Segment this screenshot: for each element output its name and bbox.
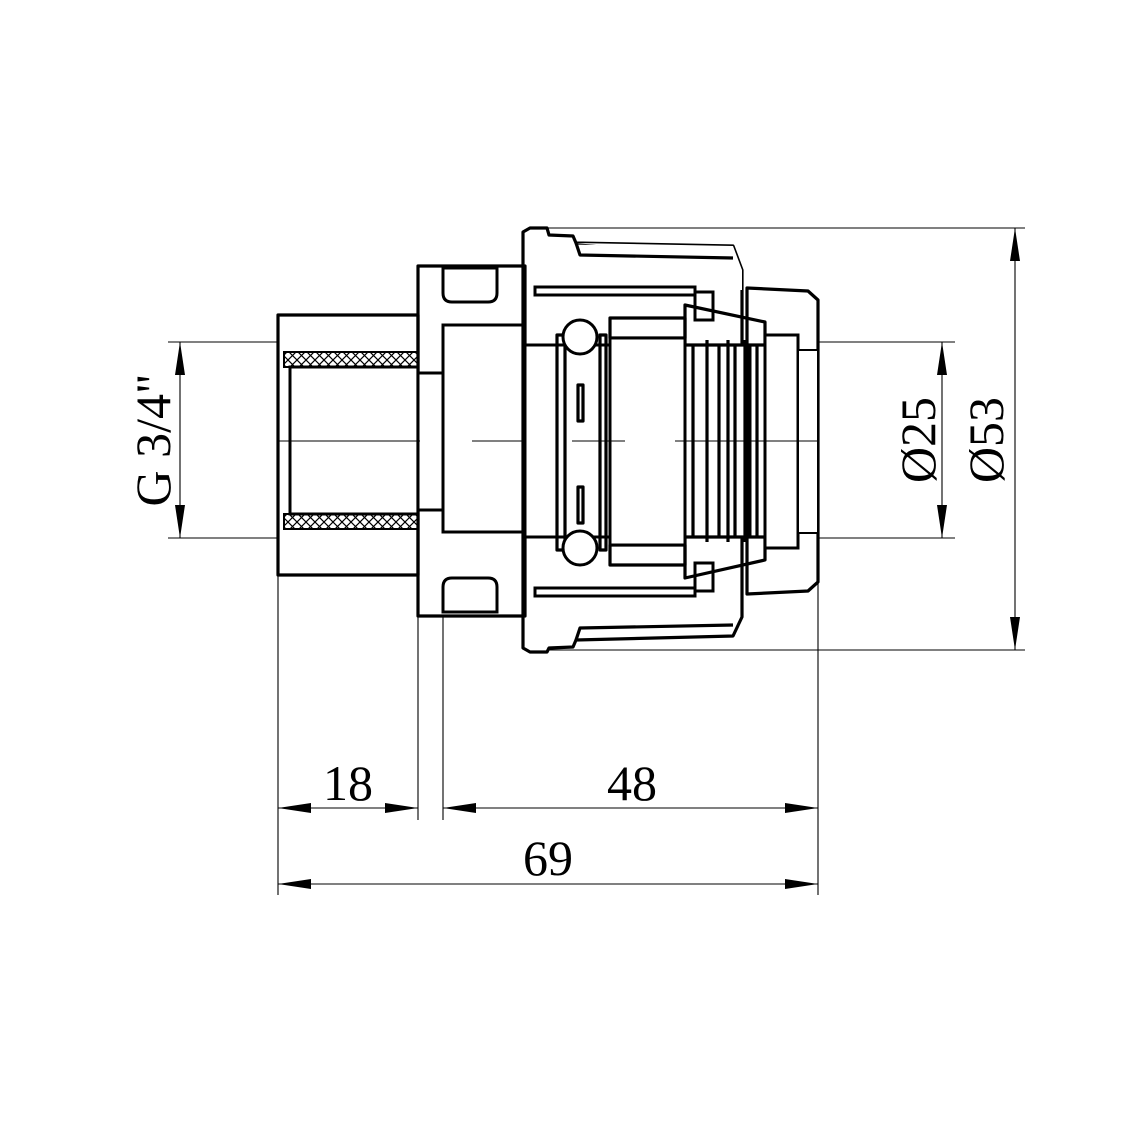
total-length-label: 69 [523,830,573,886]
extension-lines [168,227,1025,895]
union-nut-section [521,226,767,654]
dimension-lines [175,228,1020,889]
o-ring-bottom [561,529,599,567]
thread-length-label: 18 [323,755,373,811]
o-ring-top [561,318,599,356]
body-length-label: 48 [607,755,657,811]
threaded-body-section [276,313,420,577]
inner-diameter-label: Ø25 [890,397,946,483]
outer-diameter-label: Ø53 [958,397,1014,483]
thread-size-label: G 3/4" [125,374,181,507]
flange-section [416,264,527,618]
